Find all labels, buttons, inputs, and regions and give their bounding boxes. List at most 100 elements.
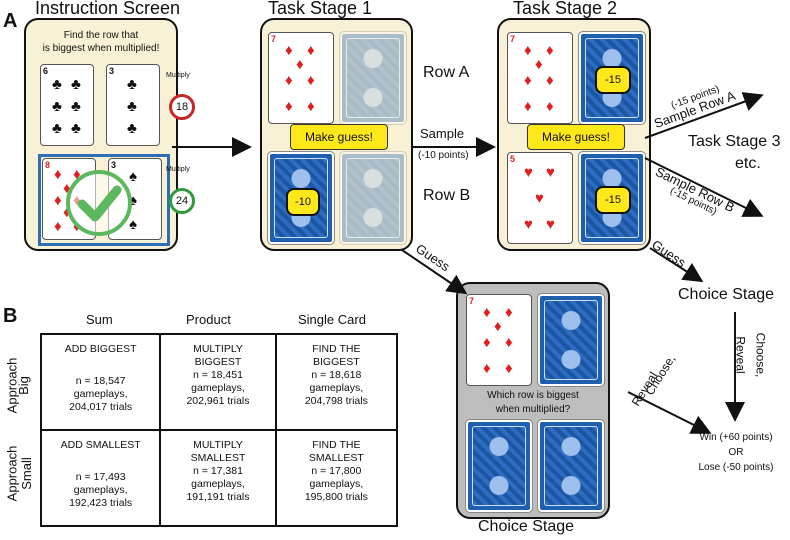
- multiply-label-row2: Multiply: [166, 166, 190, 173]
- cell-title-2: SMALLEST: [190, 452, 246, 464]
- row-label-approach-small-1: Approach: [4, 445, 20, 502]
- task-stage-2: 7 ♦ ♦ ♦ ♦ ♦ ♦ ♦ -15 Make guess! 5 ♥ ♥ ♥ …: [497, 18, 651, 251]
- card-rank: 7: [469, 296, 475, 306]
- card-back-icon[interactable]: [537, 293, 605, 387]
- choice-stage-side-title: Choice Stage: [678, 286, 775, 303]
- cell-gameplays: gameplays,: [309, 478, 364, 490]
- spade-suit-icon: ♠: [129, 216, 137, 233]
- cell-title: FIND THE: [312, 343, 361, 355]
- diamond-suit-icon: ♦: [63, 180, 71, 197]
- cell-gameplays: gameplays,: [191, 382, 245, 394]
- cell-trials: 204,017 trials: [69, 401, 133, 413]
- card-back-icon[interactable]: [339, 31, 407, 125]
- card-back-icon[interactable]: [465, 419, 533, 513]
- cell-n: n = 17,381: [193, 465, 243, 477]
- table-cell: MULTIPLY BIGGEST n = 18,451 gameplays, 2…: [159, 333, 277, 431]
- diamond-suit-icon: ♦: [285, 72, 293, 89]
- card-rank: 3: [111, 160, 117, 170]
- diamond-suit-icon: ♦: [285, 42, 293, 59]
- table-cell: MULTIPLY SMALLEST n = 17,381 gameplays, …: [159, 429, 277, 527]
- club-suit-icon: ♣: [71, 76, 81, 93]
- table-cell: FIND THE BIGGEST n = 18,618 gameplays, 2…: [274, 333, 399, 431]
- task-stage-2-title: Task Stage 2: [513, 0, 618, 18]
- selected-row-highlight: [38, 154, 170, 246]
- table-cell: ADD BIGGEST n = 18,547 gameplays, 204,01…: [39, 333, 162, 431]
- cell-title-2: [46, 356, 155, 369]
- heart-suit-icon: ♥: [524, 164, 533, 181]
- diamond-suit-icon: ♦: [494, 318, 502, 335]
- stage1-card-7-diamonds: 7 ♦ ♦ ♦ ♦ ♦ ♦ ♦: [268, 32, 334, 124]
- cell-n: n = 18,618: [311, 369, 362, 381]
- cell-title: ADD SMALLEST: [60, 439, 141, 451]
- club-suit-icon: ♣: [71, 120, 81, 137]
- cell-title-2: SMALLEST: [308, 452, 364, 464]
- cell-trials: 202,961 trials: [186, 395, 250, 407]
- sample-arrow-cost: (-10 points): [418, 150, 469, 161]
- outcome-win: Win (+60 points): [699, 432, 773, 443]
- instruction-prompt-line1: Find the row that: [63, 30, 139, 41]
- diamond-suit-icon: ♦: [54, 166, 62, 183]
- card-rank: 5: [510, 154, 516, 164]
- diamond-suit-icon: ♦: [73, 166, 81, 183]
- stage2-card-5-hearts: 5 ♥ ♥ ♥ ♥ ♥: [507, 152, 573, 244]
- cell-title-2: [46, 452, 155, 465]
- cell-n: n = 17,800: [311, 465, 362, 477]
- make-guess-button-stage1[interactable]: Make guess!: [290, 124, 388, 150]
- card-back-icon[interactable]: [537, 419, 605, 513]
- instruction-prompt-line2: is biggest when multiplied!: [42, 43, 160, 54]
- stage2-card-7-diamonds: 7 ♦ ♦ ♦ ♦ ♦ ♦ ♦: [507, 32, 573, 124]
- choice-question-line2: when multiplied?: [495, 404, 571, 415]
- choice-stage: 7 ♦ ♦ ♦ ♦ ♦ ♦ ♦ Which row is biggest whe…: [456, 282, 610, 519]
- club-suit-icon: ♣: [52, 120, 62, 137]
- cell-n: n = 17,493: [75, 471, 126, 483]
- card-rank: 7: [510, 34, 516, 44]
- instruction-card-3-clubs: 3 ♣ ♣ ♣: [106, 64, 160, 146]
- guess-arrow-label-1: Guess: [413, 240, 453, 275]
- task-stage-3-line1: Task Stage 3: [688, 133, 781, 150]
- cell-gameplays: gameplays,: [191, 478, 245, 490]
- score-badge-row1: 18: [169, 94, 195, 120]
- cell-trials: 191,191 trials: [186, 491, 250, 503]
- card-rank: 6: [43, 66, 49, 76]
- table-cell: FIND THE SMALLEST n = 17,800 gameplays, …: [274, 429, 399, 527]
- column-header-single-card: Single Card: [298, 312, 366, 327]
- table-row: ADD SMALLEST n = 17,493 gameplays, 192,4…: [39, 429, 399, 527]
- multiply-label-row1: Multiply: [166, 72, 190, 79]
- guess-arrow-label-2: Guess: [649, 236, 689, 271]
- sample-arrow-label: Sample: [420, 126, 465, 141]
- cell-title-2: BIGGEST: [312, 356, 360, 368]
- spade-suit-icon: ♠: [129, 168, 137, 185]
- diamond-suit-icon: ♦: [54, 218, 62, 235]
- panel-label-a: A: [3, 10, 18, 32]
- cell-title: FIND THE: [312, 439, 361, 451]
- instruction-screen: Find the row that is biggest when multip…: [24, 18, 195, 251]
- cell-gameplays: gameplays,: [73, 388, 128, 400]
- card-back-icon[interactable]: [339, 151, 407, 245]
- club-suit-icon: ♣: [52, 76, 62, 93]
- choose-reveal-vertical-1: Choose,: [753, 332, 768, 378]
- choice-question-line1: Which row is biggest: [487, 390, 579, 401]
- choice-card-7-diamonds: 7 ♦ ♦ ♦ ♦ ♦ ♦ ♦: [466, 294, 532, 386]
- table-cell: ADD SMALLEST n = 17,493 gameplays, 192,4…: [39, 429, 162, 527]
- row-label-approach-big-2: Big: [15, 376, 31, 395]
- heart-suit-icon: ♥: [535, 190, 544, 207]
- club-suit-icon: ♣: [127, 98, 137, 115]
- diamond-suit-icon: ♦: [505, 334, 513, 351]
- outcome-or: OR: [728, 447, 744, 458]
- heart-suit-icon: ♥: [546, 164, 555, 181]
- diamond-suit-icon: ♦: [483, 334, 491, 351]
- diamond-suit-icon: ♦: [483, 360, 491, 377]
- panel-label-b: B: [3, 305, 18, 327]
- club-suit-icon: ♣: [52, 98, 62, 115]
- cell-title: ADD BIGGEST: [64, 343, 137, 355]
- column-header-sum: Sum: [86, 312, 113, 327]
- make-guess-button-stage2[interactable]: Make guess!: [527, 124, 625, 150]
- row-label-approach-small-2: Small: [18, 457, 34, 490]
- sample-cost-badge-row-b: -15: [595, 186, 631, 214]
- cell-gameplays: gameplays,: [309, 382, 364, 394]
- column-header-product: Product: [186, 312, 231, 327]
- card-rank: 3: [109, 66, 115, 76]
- diamond-suit-icon: ♦: [546, 42, 554, 59]
- card-back-icon[interactable]: [267, 151, 335, 245]
- diamond-suit-icon: ♦: [535, 56, 543, 73]
